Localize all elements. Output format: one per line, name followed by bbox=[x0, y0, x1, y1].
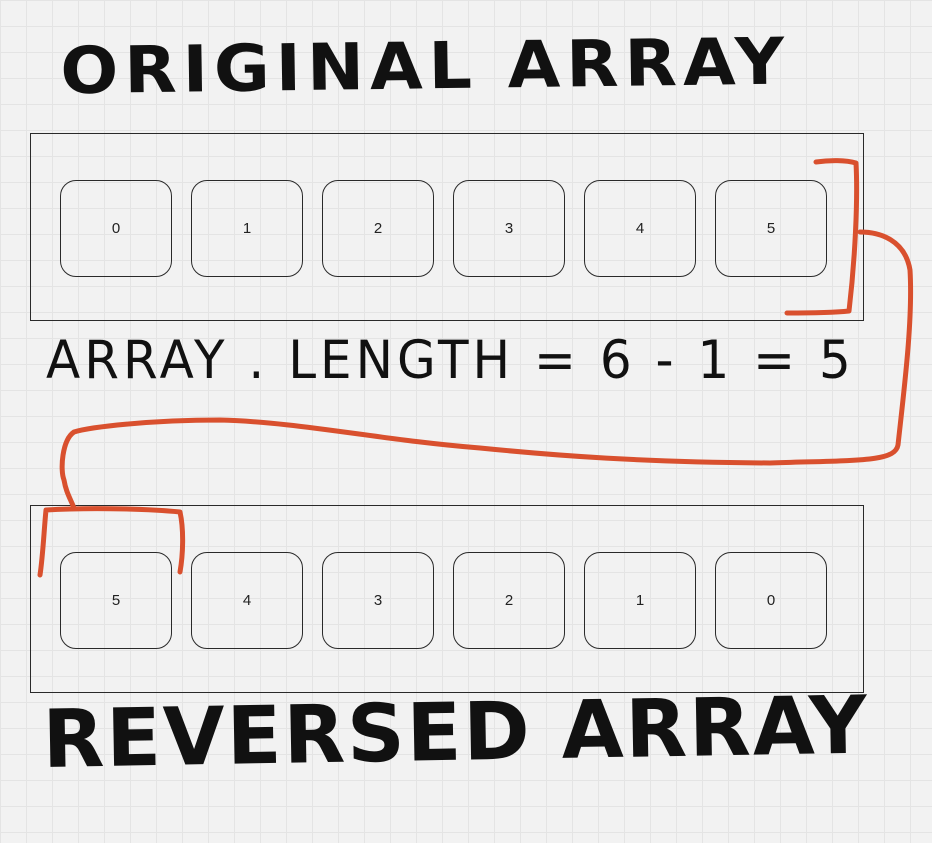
original-array-cell[interactable]: 5 bbox=[715, 180, 827, 277]
original-array-cell[interactable]: 2 bbox=[322, 180, 434, 277]
original-array-cell[interactable]: 3 bbox=[453, 180, 565, 277]
original-array-cell[interactable]: 0 bbox=[60, 180, 172, 277]
reversed-array-title: REVERSED ARRAY bbox=[41, 678, 870, 786]
reversed-array-container: 5 4 3 2 1 0 bbox=[30, 505, 864, 693]
reversed-array-cell[interactable]: 1 bbox=[584, 552, 696, 649]
reversed-array-cell[interactable]: 3 bbox=[322, 552, 434, 649]
original-array-cell[interactable]: 1 bbox=[191, 180, 303, 277]
reversed-array-cell[interactable]: 0 bbox=[715, 552, 827, 649]
original-array-container: 0 1 2 3 4 5 bbox=[30, 133, 864, 321]
reversed-array-cell[interactable]: 4 bbox=[191, 552, 303, 649]
reversed-array-cell[interactable]: 2 bbox=[453, 552, 565, 649]
original-array-title: ORIGINAL ARRAY bbox=[59, 24, 791, 110]
reversed-array-cell[interactable]: 5 bbox=[60, 552, 172, 649]
length-formula-note: ARRAY . LENGTH = 6 - 1 = 5 bbox=[46, 329, 855, 391]
original-array-cell[interactable]: 4 bbox=[584, 180, 696, 277]
